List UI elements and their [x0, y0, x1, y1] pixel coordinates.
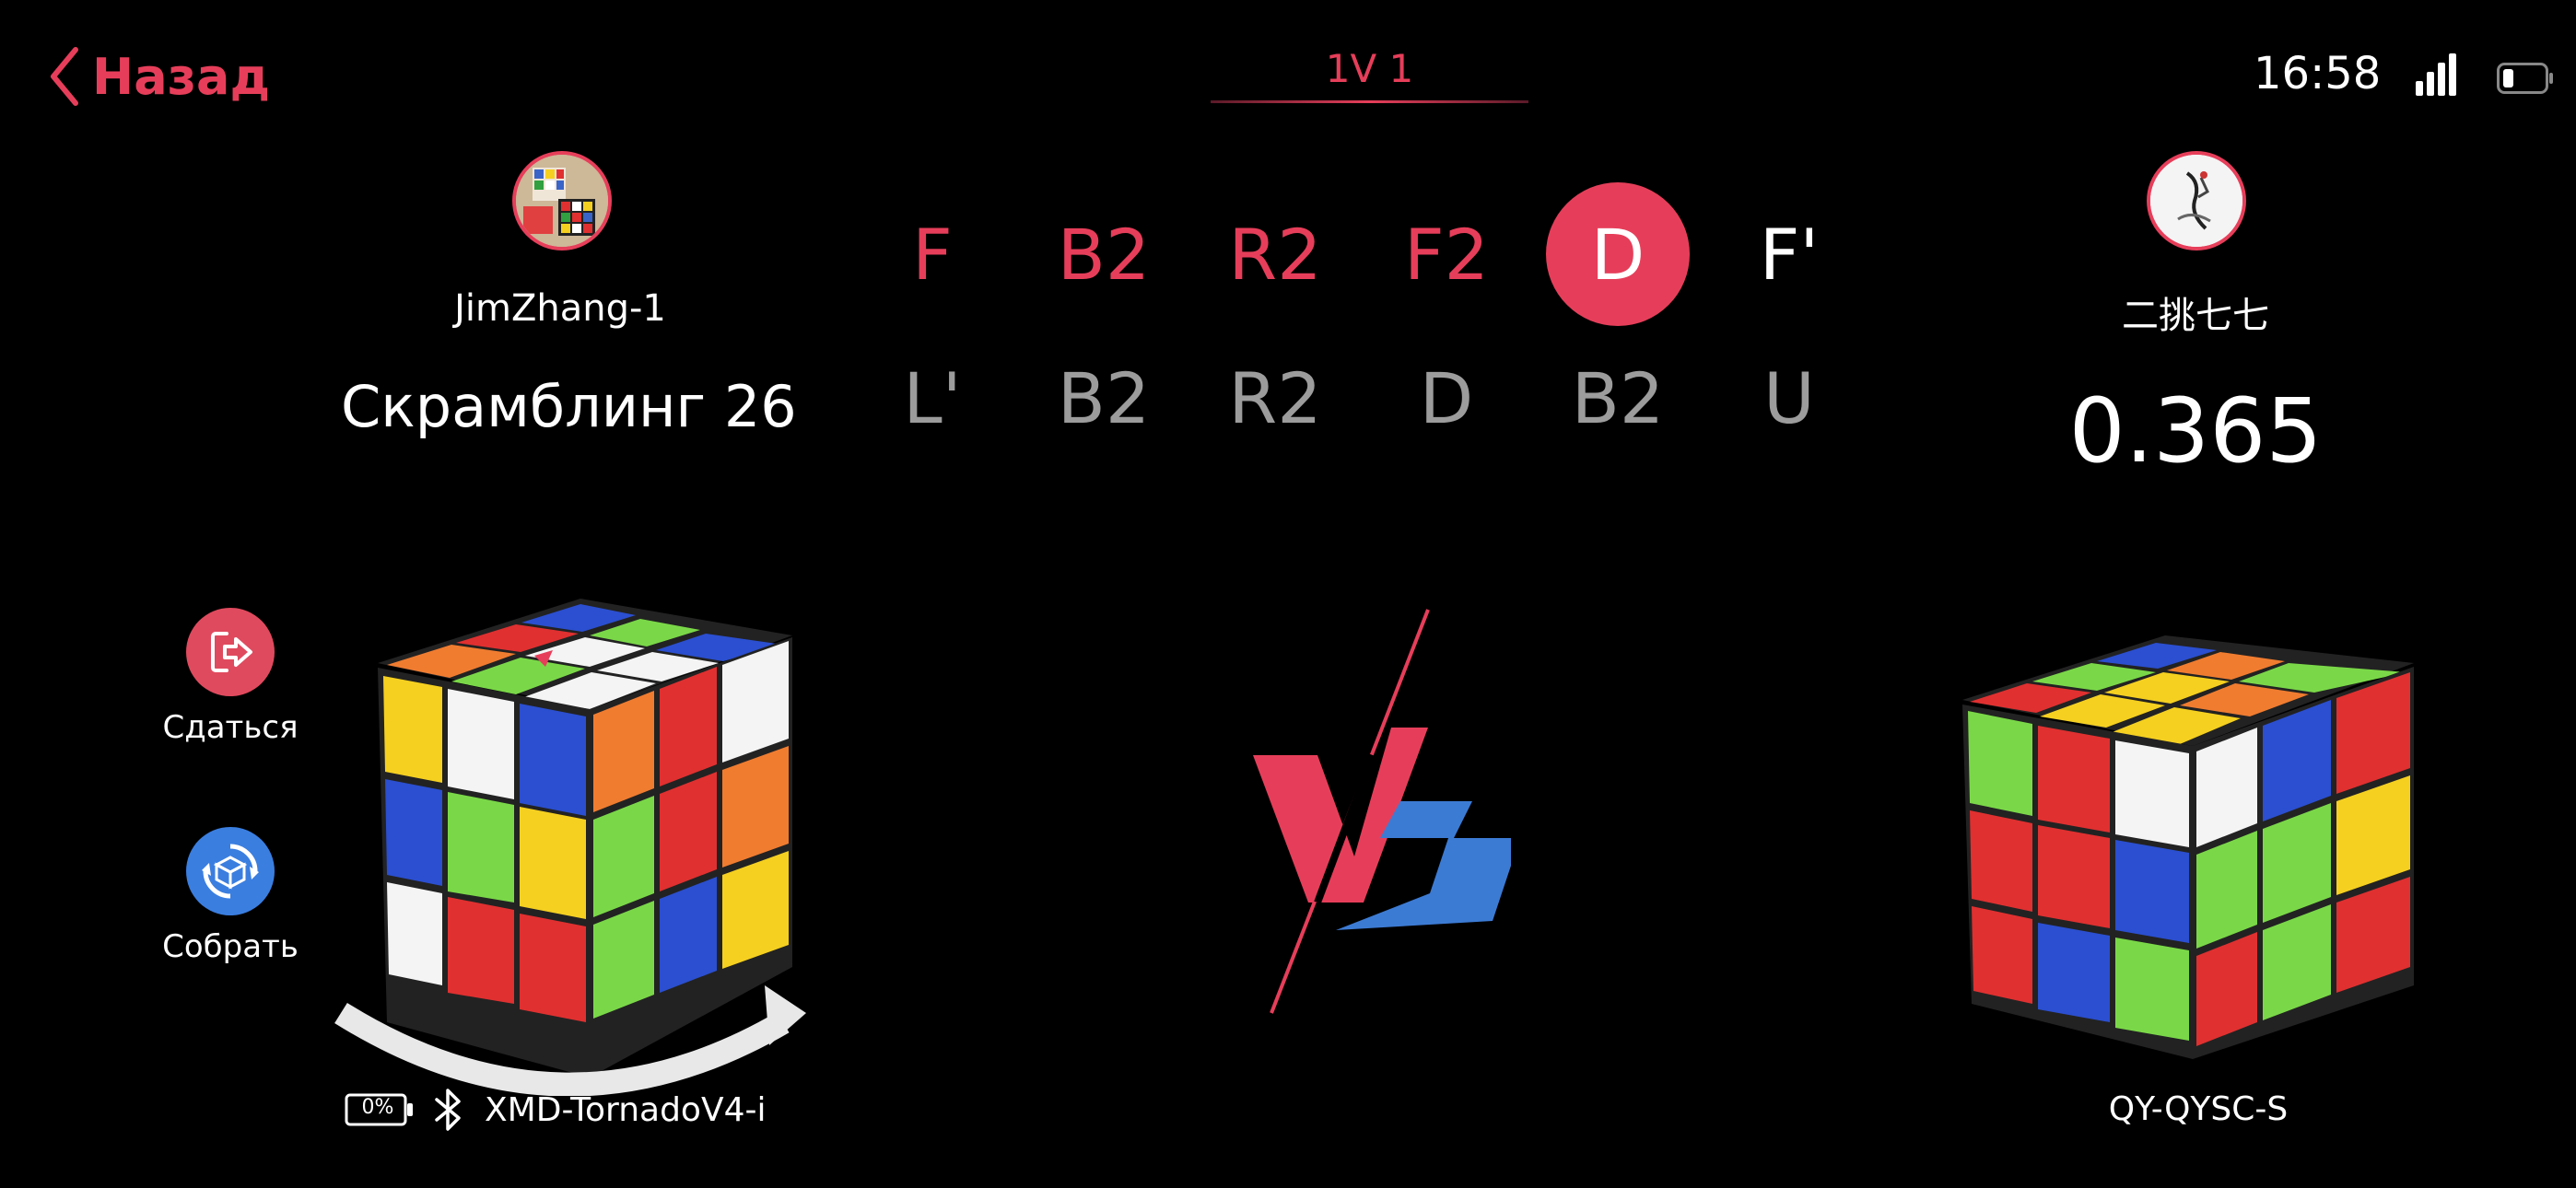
back-button[interactable]: Назад: [48, 44, 270, 109]
move-cell: D: [1544, 181, 1692, 328]
player1-avatar[interactable]: [512, 151, 612, 250]
move-cell: D: [1419, 356, 1474, 439]
mode-tab[interactable]: 1V 1: [1325, 46, 1414, 91]
move-cell: B2: [1057, 356, 1151, 439]
player2-avatar[interactable]: [2147, 151, 2246, 250]
move-cell: F2: [1403, 213, 1490, 296]
device-battery-text: 0%: [361, 1096, 394, 1119]
player1-cube-3d[interactable]: [304, 580, 820, 1096]
surrender-icon-circle: [186, 608, 275, 696]
surrender-label: Сдаться: [162, 709, 299, 746]
player2-name: 二挑七七: [2122, 295, 2269, 337]
bluetooth-icon: [435, 1089, 461, 1131]
solve-button[interactable]: Собрать: [138, 827, 322, 965]
surrender-button[interactable]: Сдаться: [138, 608, 322, 746]
status-time: 16:58: [2254, 48, 2382, 99]
signal-bars-icon: [2416, 53, 2456, 96]
chevron-left-icon: [51, 47, 78, 106]
player1-device: 0% XMD-TornadoV4-i: [345, 1087, 766, 1133]
sketch-avatar: [2150, 155, 2242, 247]
move-cell: U: [1763, 356, 1815, 439]
cube-rotate-icon: [202, 844, 259, 899]
player2-timer: 0.365: [2068, 379, 2323, 483]
move-cell: R2: [1228, 356, 1322, 439]
device-battery-icon: [345, 1093, 413, 1126]
player2-cube-3d: [1962, 635, 2414, 1059]
cube-photo-avatar: [516, 155, 608, 247]
move-cell: L': [903, 356, 962, 439]
solve-label: Собрать: [162, 928, 299, 965]
move-cell: B2: [1057, 213, 1151, 296]
move-cell: F: [912, 213, 953, 296]
back-label: Назад: [92, 47, 271, 106]
solve-icon-circle: [186, 827, 275, 915]
player2-device-name: QY-QYSC-S: [2108, 1090, 2289, 1128]
move-cell: F': [1759, 213, 1820, 296]
vs-emblem: [1253, 609, 1511, 1014]
scramble-count: Скрамблинг 26: [341, 373, 797, 440]
move-cell: B2: [1571, 356, 1665, 439]
battery-icon: [2497, 63, 2553, 94]
move-cell: R2: [1228, 213, 1322, 296]
exit-door-icon: [211, 632, 252, 672]
device1-name: XMD-TornadoV4-i: [485, 1090, 767, 1129]
player1-name: JimZhang-1: [454, 287, 666, 330]
mode-tab-underline: [1211, 100, 1528, 103]
